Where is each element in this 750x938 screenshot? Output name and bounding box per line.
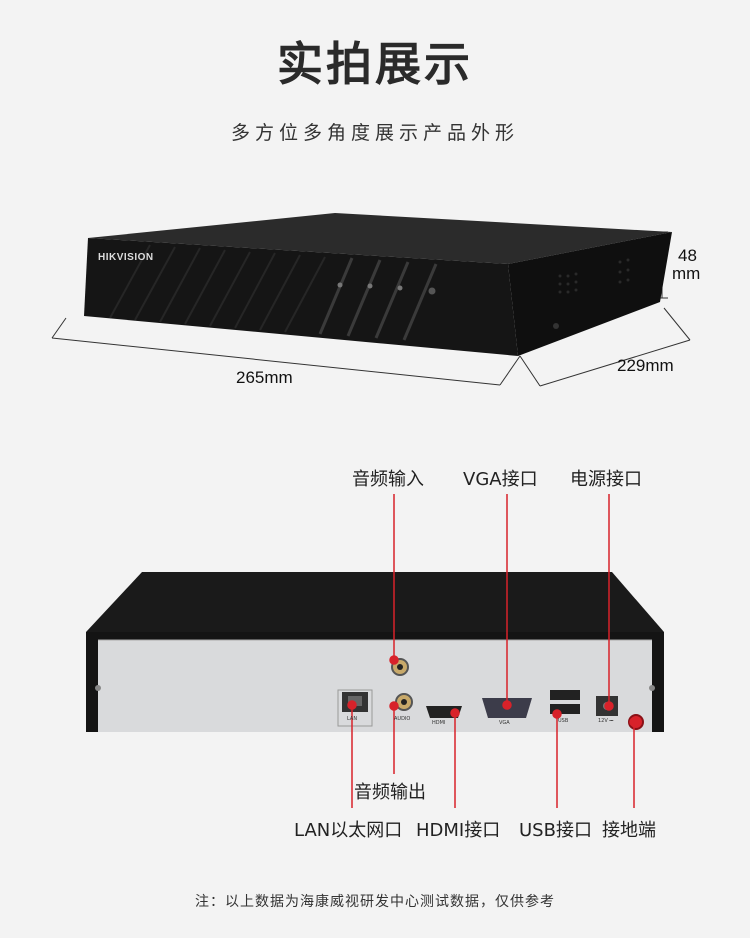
dimension-width: 265mm	[236, 368, 293, 387]
panel-label-power: 12V ⎓	[598, 718, 614, 724]
label-audio-out: 音频输出	[354, 782, 426, 803]
dimension-depth: 229mm	[617, 356, 674, 375]
label-power: 电源接口	[570, 469, 642, 490]
dimension-height-value: 48	[678, 246, 697, 265]
footer-note: 注：以上数据为海康威视研发中心测试数据，仅供参考	[195, 894, 555, 910]
panel-label-audio: AUDIO	[394, 716, 411, 722]
panel-label-vga: VGA	[499, 720, 510, 726]
panel-label-hdmi: HDMI	[432, 720, 446, 726]
panel-label-lan: LAN	[347, 716, 358, 722]
label-usb: USB接口	[519, 820, 592, 841]
label-ground: 接地端	[602, 820, 656, 841]
brand-logo: HIKVISION	[98, 252, 154, 263]
label-audio-in: 音频输入	[352, 469, 424, 490]
label-hdmi: HDMI接口	[416, 820, 501, 841]
page-subtitle: 多方位多角度展示产品外形	[230, 122, 519, 144]
panel-label-usb: USB	[558, 718, 569, 724]
page-title: 实拍展示	[277, 37, 473, 91]
label-vga: VGA接口	[463, 469, 538, 490]
label-lan: LAN以太网口	[294, 820, 403, 841]
dimension-height-unit: mm	[672, 264, 701, 283]
